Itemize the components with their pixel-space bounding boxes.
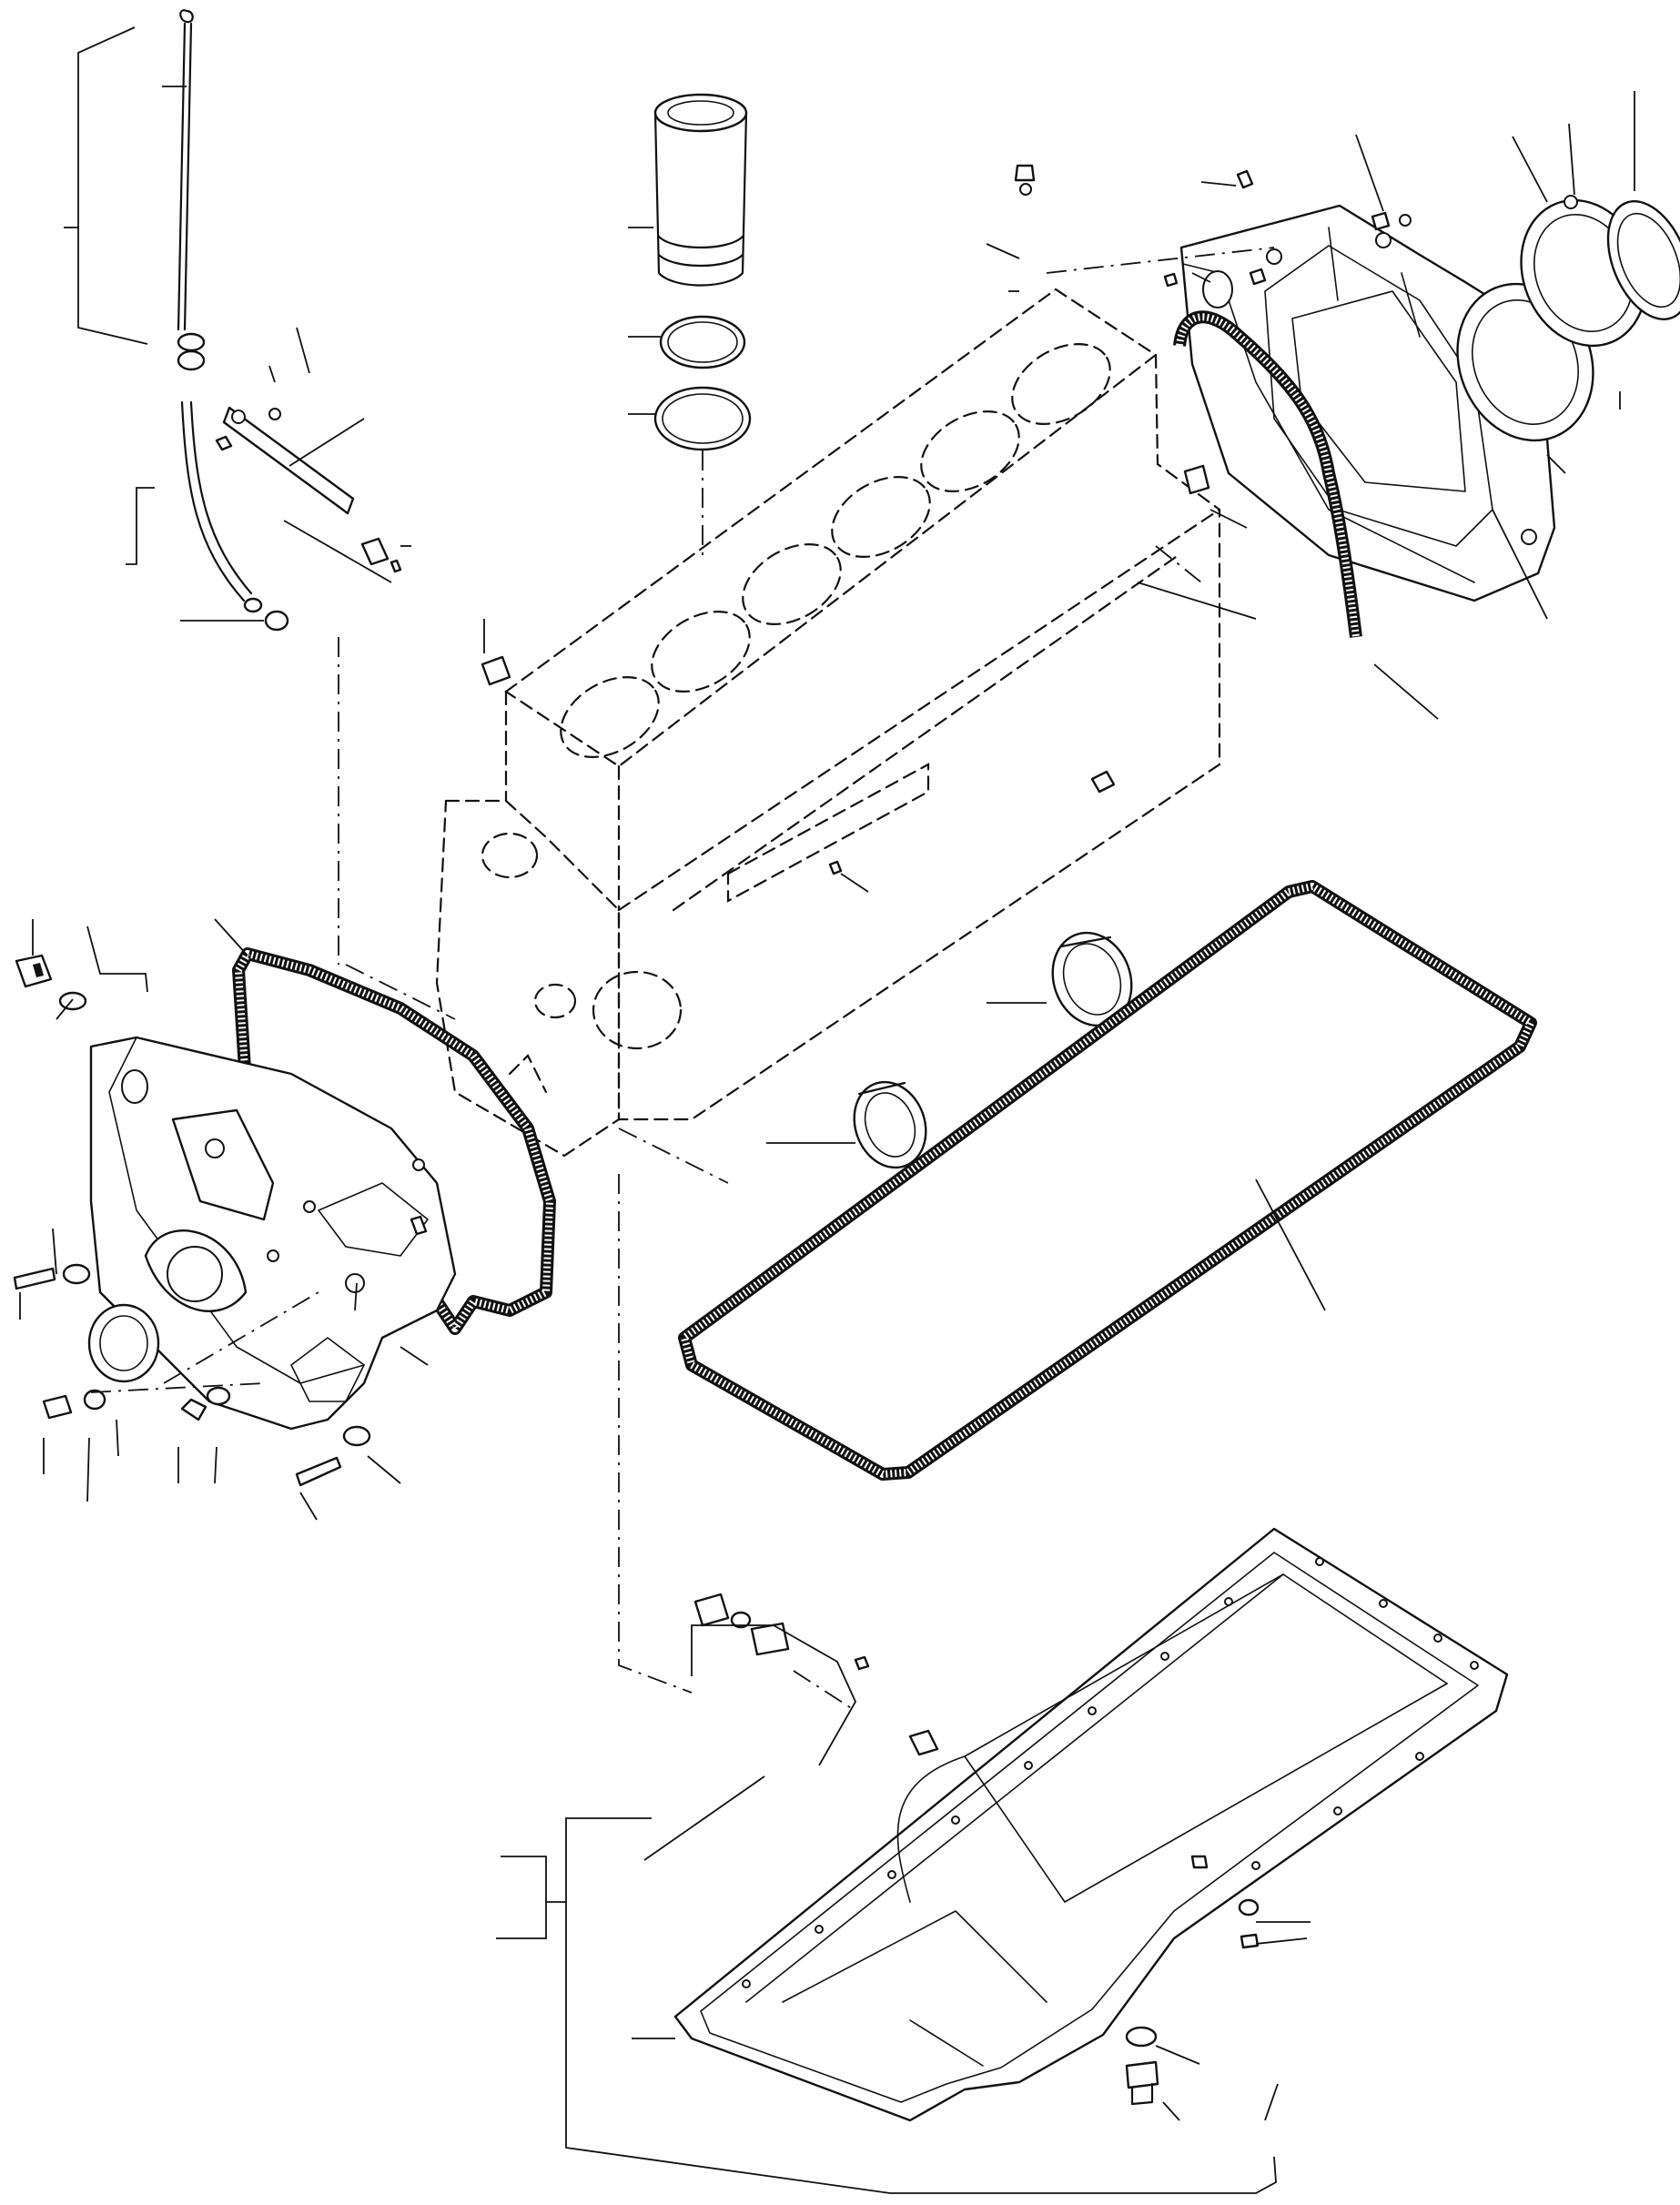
assembly-guide-lines [618, 247, 1275, 1184]
cam-bushing [853, 931, 1133, 1169]
flywheel-housing-leader-lines [1191, 91, 1635, 720]
dipstick-leader-lines [180, 327, 411, 622]
dipstick [177, 9, 194, 331]
front-crankshaft-seal [87, 1303, 160, 1383]
oil-pan-gasket [678, 880, 1537, 1481]
liner-o-ring-lower [653, 386, 752, 451]
timing-cover-leader-lines [19, 637, 456, 1521]
rear-crankshaft-seal [1399, 195, 1680, 442]
oil-pan-leader-lines [496, 1624, 1311, 2194]
liner-o-ring-upper [659, 315, 746, 369]
flywheel-housing-gasket [1173, 310, 1362, 638]
drain-plug [1125, 2026, 1159, 2106]
timing-cover-fasteners [13, 954, 371, 1487]
gasket-leader-lines [618, 1174, 1326, 1694]
dipstick-tube [177, 332, 289, 632]
flywheel-housing [1163, 169, 1556, 602]
block-leader-lines [483, 243, 1257, 893]
tube-bracket [215, 406, 402, 573]
timing-gear-cover [89, 1036, 457, 1431]
oil-pan [673, 1527, 1509, 2122]
bushing-leader-lines [766, 1002, 1047, 1144]
pan-plugs [693, 1593, 1260, 1949]
dipstick-group-bracket [64, 26, 187, 565]
liner-leader-lines [628, 227, 703, 555]
cylinder-block [435, 164, 1221, 1158]
cylinder-liner [653, 93, 748, 287]
